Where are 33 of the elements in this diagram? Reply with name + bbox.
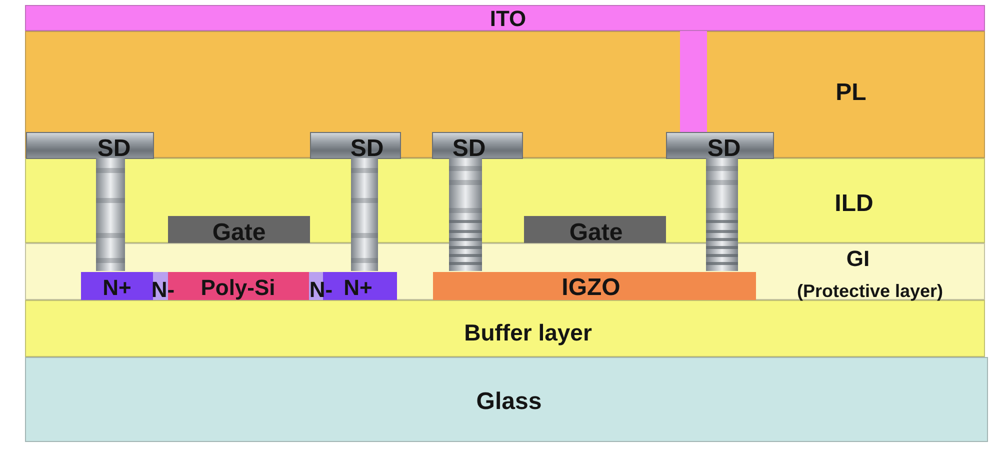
layer-label: (Protective layer) bbox=[796, 282, 944, 300]
source-drain-electrode bbox=[666, 132, 774, 159]
layer-label: Buffer layer bbox=[464, 322, 592, 344]
source-drain-electrode bbox=[432, 132, 523, 159]
layer-label: ILD bbox=[834, 192, 874, 216]
gate-electrode bbox=[524, 216, 666, 244]
region-label: N- bbox=[309, 279, 333, 301]
layer-label: Glass bbox=[476, 390, 542, 414]
gate-insulator-layer bbox=[25, 243, 985, 300]
electrode-label: Gate bbox=[569, 221, 623, 245]
region-label: N+ bbox=[344, 277, 372, 299]
poly-si-layer bbox=[81, 272, 397, 301]
source-drain-electrode bbox=[26, 132, 154, 159]
buffer-layer bbox=[25, 300, 985, 357]
ito-contact-via bbox=[680, 31, 707, 132]
igzo-layer bbox=[433, 272, 756, 301]
electrode-label: SD bbox=[350, 137, 384, 161]
planarization-layer bbox=[25, 31, 985, 158]
layer-label: GI bbox=[846, 248, 870, 270]
layer-label: PL bbox=[836, 81, 866, 105]
gate-electrode bbox=[168, 216, 310, 244]
region-label: N+ bbox=[102, 277, 132, 299]
source-drain-electrode bbox=[310, 132, 401, 159]
region-label: N- bbox=[151, 279, 175, 301]
electrode-label: SD bbox=[707, 137, 741, 161]
region-label: Poly-Si bbox=[200, 277, 276, 299]
electrode-label: SD bbox=[97, 137, 131, 161]
electrode-label: Gate bbox=[212, 221, 266, 245]
region-label: IGZO bbox=[562, 276, 620, 300]
glass-substrate bbox=[25, 357, 988, 442]
ito-layer bbox=[25, 5, 985, 31]
layer-label: ITO bbox=[490, 8, 526, 30]
electrode-label: SD bbox=[452, 137, 486, 161]
